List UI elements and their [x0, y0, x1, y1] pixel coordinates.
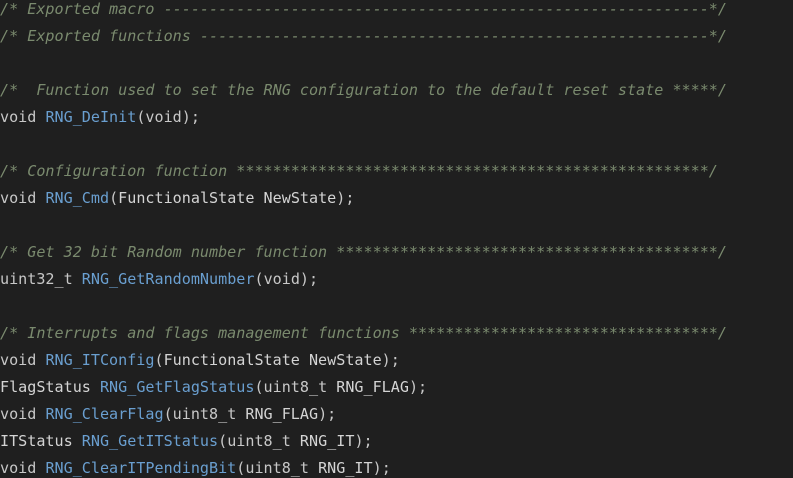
code-line[interactable]: /* Configuration function **************…	[0, 158, 718, 185]
code-token-type: void	[145, 108, 182, 126]
code-token-plain: FunctionalState NewState	[118, 189, 337, 207]
code-token-comment: /* Exported functions ------------------…	[0, 27, 727, 45]
code-token-punct: );	[299, 270, 319, 288]
code-line[interactable]: /* Exported functions ------------------…	[0, 23, 727, 50]
code-token-func: RNG_GetFlagStatus	[99, 378, 255, 396]
code-line[interactable]: /* Get 32 bit Random number function ***…	[0, 239, 727, 266]
code-token-comment: /* Interrupts and flags management funct…	[0, 324, 727, 342]
code-line[interactable]: FlagStatus RNG_GetFlagStatus(uint8_t RNG…	[0, 374, 427, 401]
code-token-type: void	[263, 270, 300, 288]
code-token-func: RNG_ITConfig	[45, 351, 155, 369]
code-token-punct: (	[163, 405, 173, 423]
code-token-func: RNG_ClearITPendingBit	[45, 459, 237, 477]
code-token-punct: );	[336, 189, 355, 207]
code-token-punct: );	[408, 378, 428, 396]
code-token-comment: /* Function used to set the RNG configur…	[0, 81, 727, 99]
code-token-plain: FunctionalState NewState	[163, 351, 382, 369]
code-line[interactable]: void RNG_ITConfig(FunctionalState NewSta…	[0, 347, 400, 374]
code-token-punct: );	[354, 432, 373, 450]
code-token-comment: /* Configuration function **************…	[0, 162, 718, 180]
code-token-punct: );	[318, 405, 337, 423]
code-token-type: void	[0, 351, 46, 369]
code-token-punct: );	[381, 351, 400, 369]
code-token-comment: /* Exported macro ----------------------…	[0, 0, 727, 18]
code-line[interactable]: void RNG_ClearITPendingBit(uint8_t RNG_I…	[0, 455, 391, 478]
code-token-punct: (	[218, 432, 228, 450]
code-line[interactable]: /* Function used to set the RNG configur…	[0, 77, 727, 104]
code-token-type: uint8_t	[227, 432, 300, 450]
code-token-punct: (	[136, 108, 146, 126]
code-token-punct: );	[181, 108, 200, 126]
code-line[interactable]: uint32_t RNG_GetRandomNumber(void);	[0, 266, 318, 293]
code-line[interactable]: void RNG_Cmd(FunctionalState NewState);	[0, 185, 354, 212]
code-token-func: RNG_GetITStatus	[81, 432, 219, 450]
code-line[interactable]: void RNG_DeInit(void);	[0, 104, 200, 131]
code-line[interactable]: /* Exported macro ----------------------…	[0, 0, 727, 23]
code-token-plain: RNG_FLAG	[336, 378, 409, 396]
code-token-type: uint8_t	[245, 459, 319, 477]
code-token-plain: RNG_IT	[318, 459, 373, 477]
code-line[interactable]: ITStatus RNG_GetITStatus(uint8_t RNG_IT)…	[0, 428, 373, 455]
code-token-plain: RNG_FLAG	[245, 405, 319, 423]
code-line[interactable]: void RNG_ClearFlag(uint8_t RNG_FLAG);	[0, 401, 336, 428]
code-token-func: RNG_Cmd	[45, 189, 110, 207]
code-token-func: RNG_ClearFlag	[45, 405, 164, 423]
code-token-punct: (	[254, 378, 264, 396]
code-token-punct: (	[254, 270, 264, 288]
code-token-func: RNG_DeInit	[45, 108, 137, 126]
code-line[interactable]: /* Interrupts and flags management funct…	[0, 320, 727, 347]
code-token-punct: (	[154, 351, 164, 369]
code-token-type: void	[0, 108, 46, 126]
code-token-plain: ITStatus	[0, 432, 82, 450]
code-token-plain: FlagStatus	[0, 378, 100, 396]
code-token-type: void	[0, 189, 46, 207]
code-token-type: void	[0, 459, 46, 477]
code-token-type: uint8_t	[172, 405, 246, 423]
code-token-comment: /* Get 32 bit Random number function ***…	[0, 243, 727, 261]
code-token-punct: );	[372, 459, 391, 477]
code-token-plain: RNG_IT	[299, 432, 355, 450]
code-token-punct: (	[236, 459, 246, 477]
code-token-punct: (	[109, 189, 119, 207]
code-token-func: RNG_GetRandomNumber	[81, 270, 255, 288]
code-token-type: uint32_t	[0, 270, 82, 288]
code-token-type: uint8_t	[263, 378, 337, 396]
code-token-type: void	[0, 405, 46, 423]
